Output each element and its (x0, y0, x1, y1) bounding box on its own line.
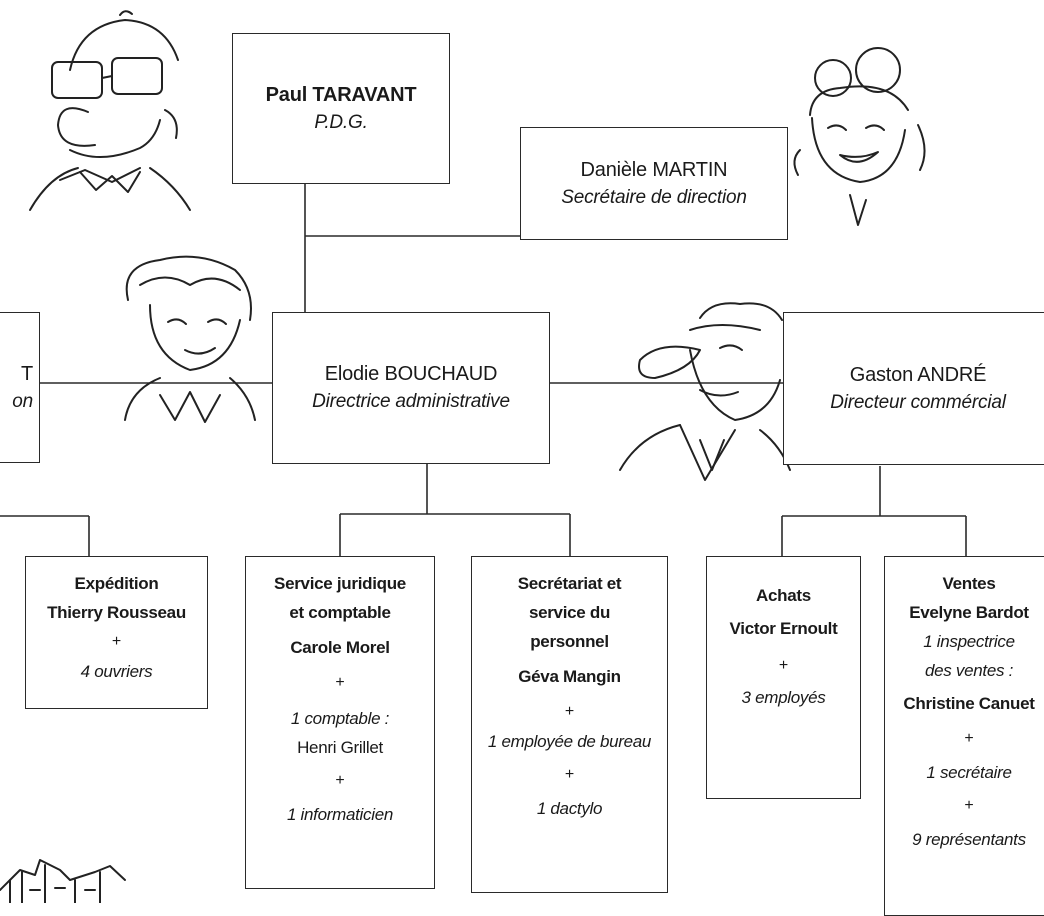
secretary-box: Danièle MARTIN Secrétaire de direction (520, 127, 788, 240)
secretariat-title-line1: Secrétariat et (517, 574, 622, 593)
expedition-plus: + (111, 633, 122, 650)
ventes-manager: Evelyne Bardot (909, 603, 1029, 622)
legal-staff-1: 1 comptable : (290, 709, 390, 728)
expedition-staff: 4 ouvriers (80, 662, 153, 681)
sales-director-title: Directeur commércial (830, 391, 1006, 413)
expedition-title: Expédition (74, 574, 159, 593)
sales-director-name: Gaston ANDRÉ (849, 363, 987, 386)
secretariat-plus-2: + (564, 766, 575, 783)
ventes-title: Ventes (942, 574, 996, 593)
admin-name: Elodie BOUCHAUD (324, 363, 498, 385)
secretariat-box: Secrétariat et service du personnel Géva… (471, 556, 668, 893)
legal-staff-1-name: Henri Grillet (297, 738, 383, 757)
secretary-name: Danièle MARTIN (580, 158, 728, 181)
secretariat-title-line3: personnel (530, 632, 609, 651)
ceo-name: Paul TARAVANT (265, 83, 417, 106)
ceo-box: Paul TARAVANT P.D.G. (232, 33, 450, 184)
sales-director-box: Gaston ANDRÉ Directeur commércial (783, 312, 1044, 465)
ventes-staff-1-line1: 1 inspectrice (923, 632, 1015, 651)
secretary-caricature (793, 47, 926, 226)
ventes-staff-2: 1 secrétaire (926, 763, 1012, 782)
left-partial-title: on (12, 390, 33, 412)
ventes-staff-3: 9 représentants (912, 830, 1026, 849)
ventes-box: Ventes Evelyne Bardot 1 inspectrice des … (884, 556, 1044, 916)
ceo-caricature (29, 10, 191, 211)
secretariat-staff-1: 1 employée de bureau (487, 732, 652, 751)
legal-plus-2: + (335, 772, 345, 789)
admin-title: Directrice administrative (312, 391, 510, 412)
left-partial-name: T (20, 362, 33, 385)
purchasing-manager: Victor Ernoult (729, 619, 838, 638)
purchasing-plus: + (778, 657, 789, 674)
legal-staff-2: 1 informaticien (286, 805, 394, 824)
expedition-box: Expédition Thierry Rousseau + 4 ouvriers (25, 556, 208, 709)
legal-plus-1: + (335, 674, 345, 691)
ventes-staff-1-name: Christine Canuet (903, 694, 1035, 713)
purchasing-box: Achats Victor Ernoult + 3 employés (706, 556, 861, 799)
sales-caricature (619, 302, 791, 481)
admin-box: Elodie BOUCHAUD Directrice administrativ… (272, 312, 550, 464)
legal-title-line2: et comptable (289, 603, 391, 622)
legal-manager: Carole Morel (290, 638, 390, 657)
purchasing-staff: 3 employés (741, 688, 826, 707)
legal-title-line1: Service juridique (274, 574, 406, 593)
secretary-title: Secrétaire de direction (561, 186, 747, 208)
building-sketch (0, 859, 126, 903)
legal-box: Service juridique et comptable Carole Mo… (245, 556, 435, 889)
secretariat-plus-1: + (564, 703, 575, 720)
ventes-plus-1: + (964, 730, 974, 747)
secretariat-staff-2: 1 dactylo (536, 799, 603, 818)
ventes-staff-1-line2: des ventes : (924, 661, 1014, 680)
ceo-title: P.D.G. (314, 111, 368, 133)
purchasing-title: Achats (756, 586, 811, 605)
expedition-manager: Thierry Rousseau (47, 603, 186, 622)
secretariat-manager: Géva Mangin (518, 667, 621, 686)
admin-caricature (124, 255, 256, 423)
left-partial-box: T on (0, 312, 40, 463)
secretariat-title-line2: service du (528, 603, 611, 622)
ventes-plus-2: + (964, 797, 974, 814)
